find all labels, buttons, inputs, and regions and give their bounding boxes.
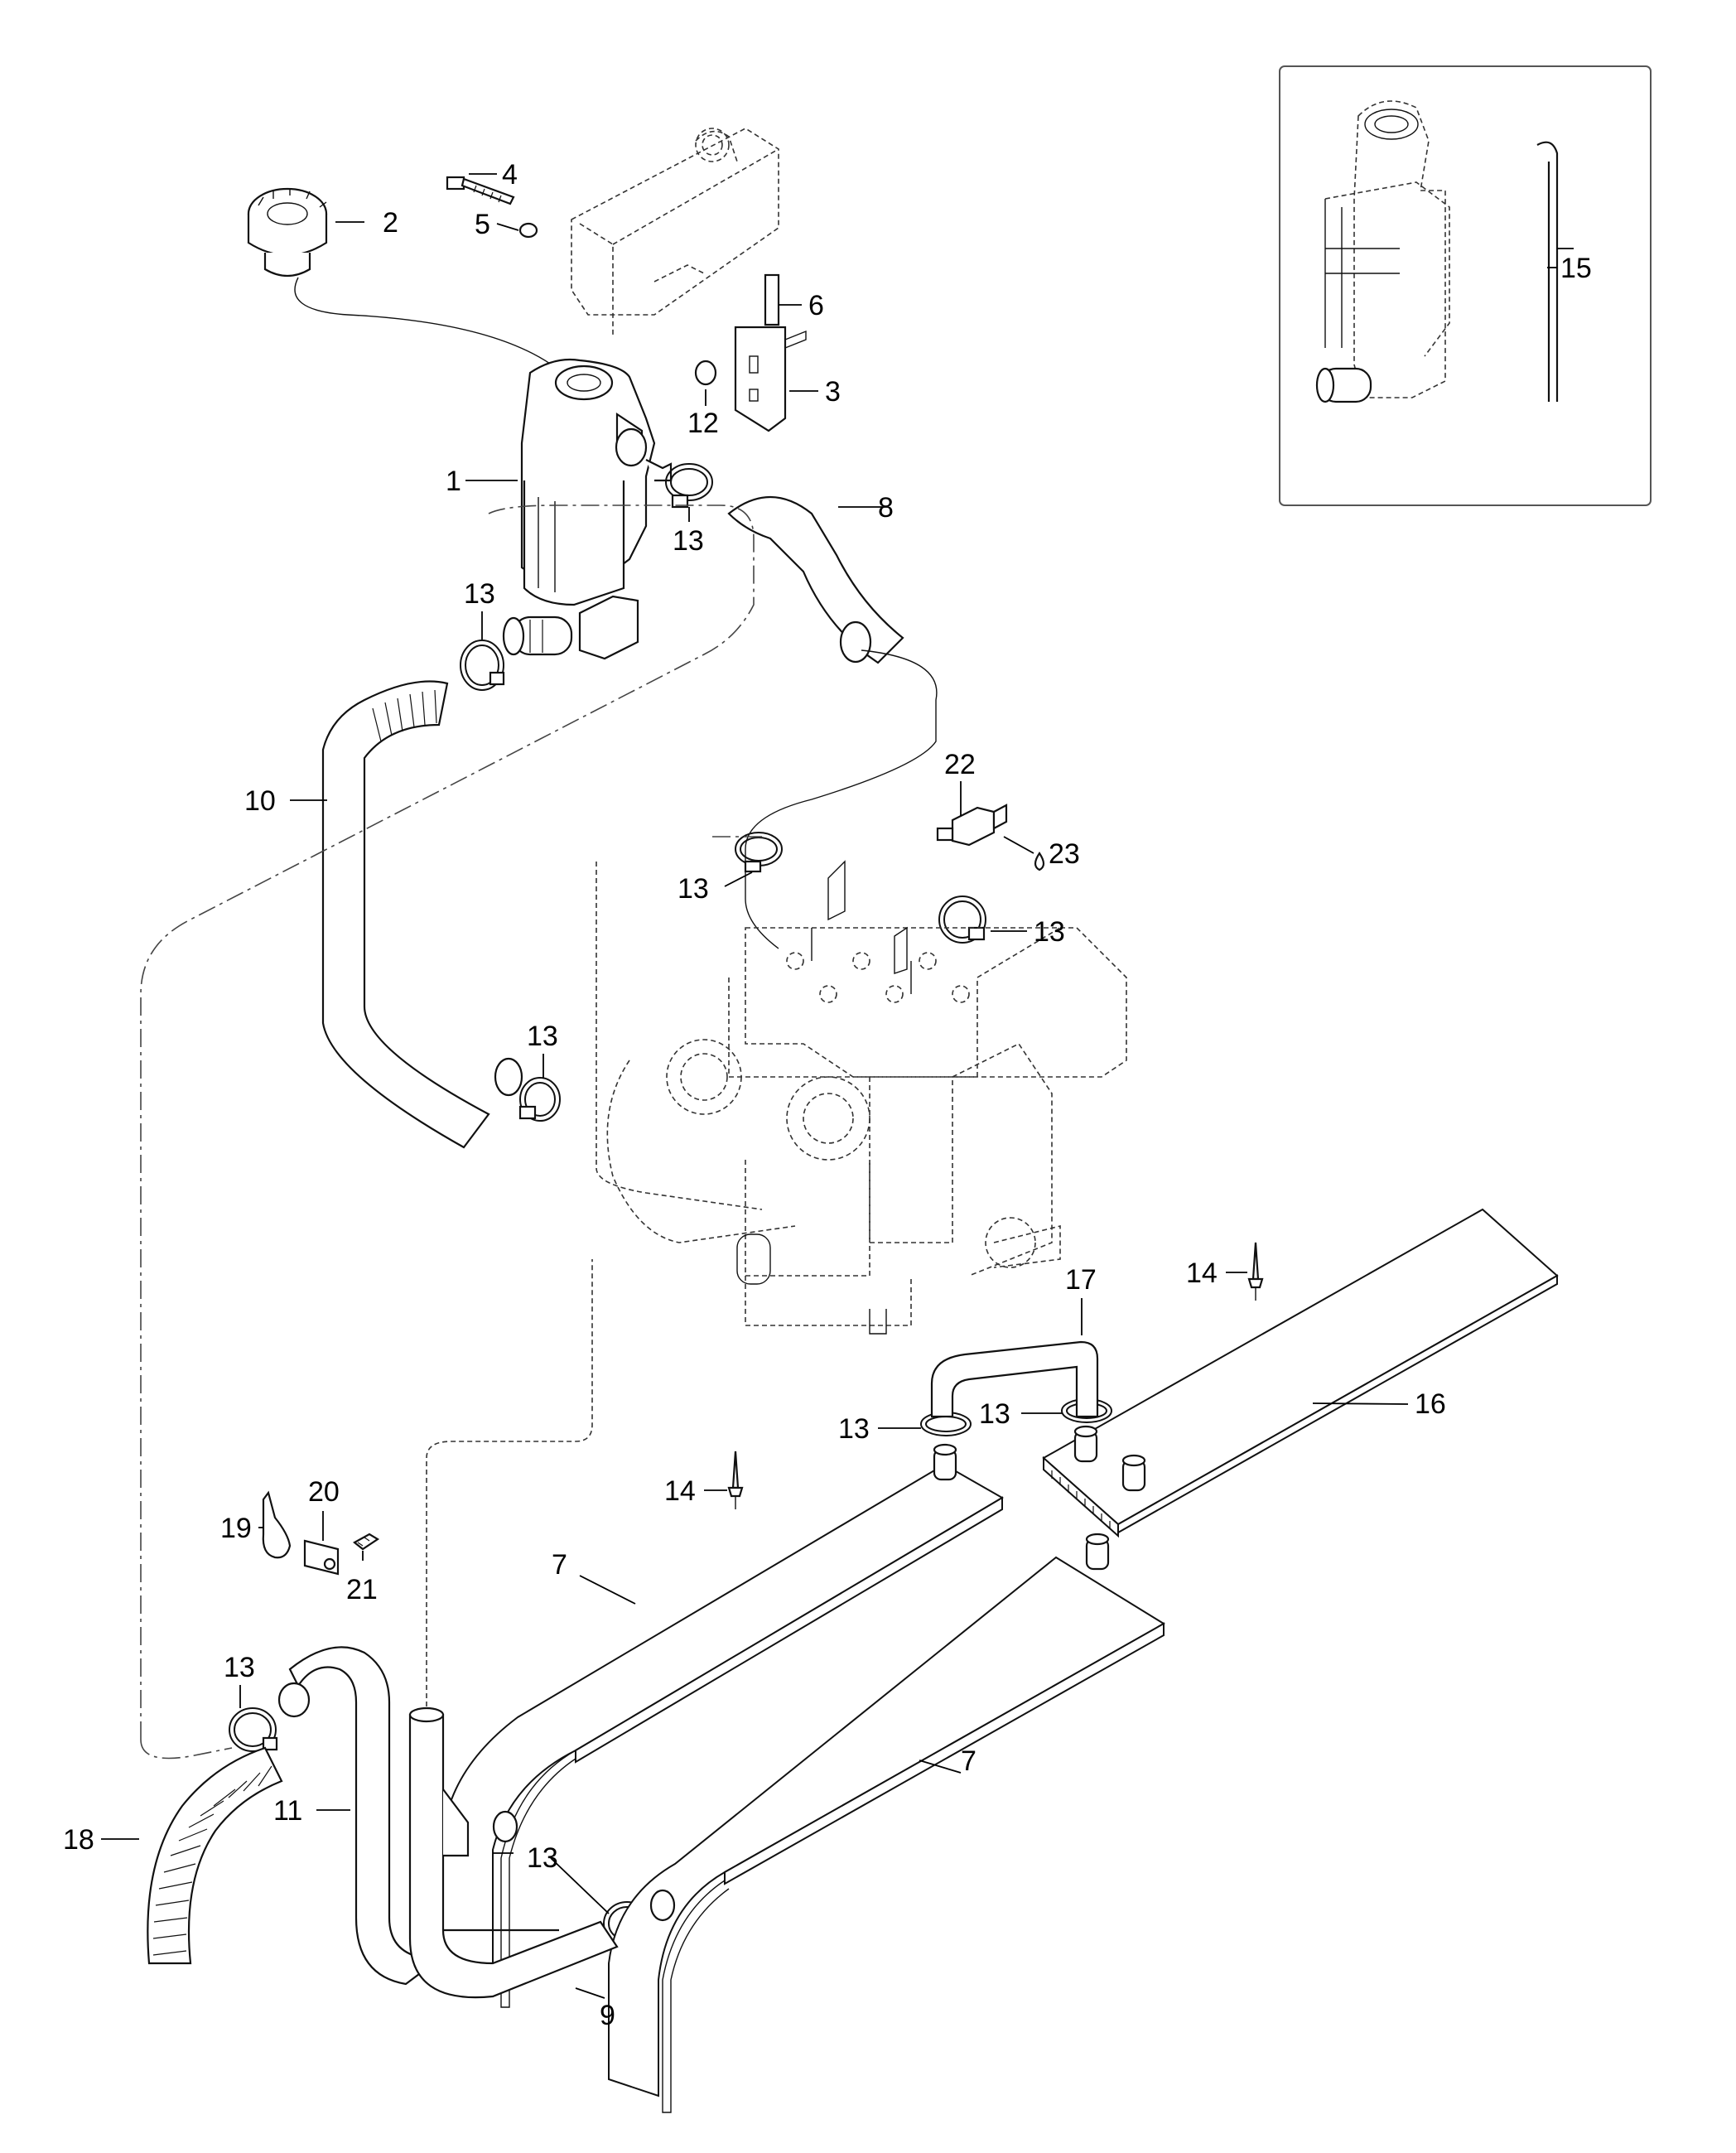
clamp-13-top	[665, 463, 713, 509]
callout-19: 19	[220, 1513, 252, 1544]
callout-14-lower: 14	[664, 1475, 696, 1507]
cable-tie-19	[262, 1490, 292, 1559]
callout-2: 2	[383, 207, 398, 239]
grommet-12	[694, 360, 717, 386]
callout-13-hose10: 13	[527, 1021, 558, 1052]
callout-5: 5	[475, 209, 490, 240]
washer-5	[518, 222, 538, 239]
callout-6: 6	[808, 290, 824, 321]
hose-8	[727, 496, 904, 664]
callout-21: 21	[346, 1574, 378, 1605]
hose-9	[408, 1706, 619, 1999]
callout-23: 23	[1049, 838, 1080, 870]
callout-22: 22	[944, 749, 976, 780]
screw-21	[353, 1533, 380, 1551]
callout-13-reservoir: 13	[464, 578, 495, 610]
bolt-4	[446, 176, 515, 205]
callout-13-hose17-right: 13	[979, 1398, 1010, 1430]
inset-panel	[1279, 65, 1652, 506]
clamp-13-hose11	[229, 1707, 278, 1752]
rivet-14-upper	[1247, 1242, 1264, 1301]
hose-18	[147, 1746, 283, 1965]
reservoir-cap-2	[247, 187, 328, 278]
mounting-bracket-3	[734, 273, 807, 432]
sealant-drop-23	[1034, 852, 1045, 871]
callout-labels: 2 4 5 6 3 12 1 8 13 13 10 22 23 13 13 13…	[63, 159, 1592, 2031]
callout-12: 12	[687, 408, 719, 439]
bracket-housing-dashed	[571, 128, 779, 336]
heat-exchanger-16	[1042, 1208, 1559, 1538]
clamp-13-engine-right	[938, 895, 986, 944]
callout-4: 4	[502, 159, 518, 191]
heat-exchanger-7-lower	[608, 1533, 1165, 2113]
rivet-14-lower	[727, 1451, 744, 1509]
callout-13-bottom: 13	[527, 1842, 558, 1874]
callout-13-hose17-left: 13	[838, 1413, 870, 1445]
clamp-13-engine-left	[735, 832, 783, 873]
callout-7-lower: 7	[961, 1745, 976, 1777]
callout-3: 3	[825, 376, 841, 408]
temp-sensor-22	[936, 804, 1008, 847]
callout-14-upper: 14	[1186, 1258, 1218, 1289]
callout-13-engine-left: 13	[678, 873, 709, 905]
callout-13-hose11: 13	[224, 1652, 255, 1683]
callout-16: 16	[1415, 1388, 1446, 1420]
callout-13-top: 13	[673, 525, 704, 557]
callout-10: 10	[244, 785, 276, 817]
callout-18: 18	[63, 1824, 94, 1856]
callout-9: 9	[600, 2000, 615, 2031]
hose-10	[321, 680, 523, 1149]
coolant-reservoir-1	[502, 358, 673, 660]
callout-20: 20	[308, 1476, 340, 1508]
clamp-13-hose10	[518, 1077, 561, 1122]
callout-8: 8	[878, 492, 894, 524]
callout-17: 17	[1065, 1264, 1097, 1296]
clamp-13-reservoir	[460, 640, 505, 691]
callout-1: 1	[446, 466, 461, 497]
callout-13-engine-right: 13	[1034, 916, 1065, 948]
callout-7-upper: 7	[552, 1549, 567, 1581]
engine-block-dashed	[606, 860, 1127, 1335]
leader-lines	[101, 173, 1557, 1999]
heat-exchanger-7-upper	[442, 1443, 1004, 2008]
clip-20	[303, 1539, 340, 1576]
hose-17	[930, 1340, 1099, 1418]
callout-11: 11	[273, 1795, 302, 1827]
callout-15: 15	[1560, 253, 1592, 284]
